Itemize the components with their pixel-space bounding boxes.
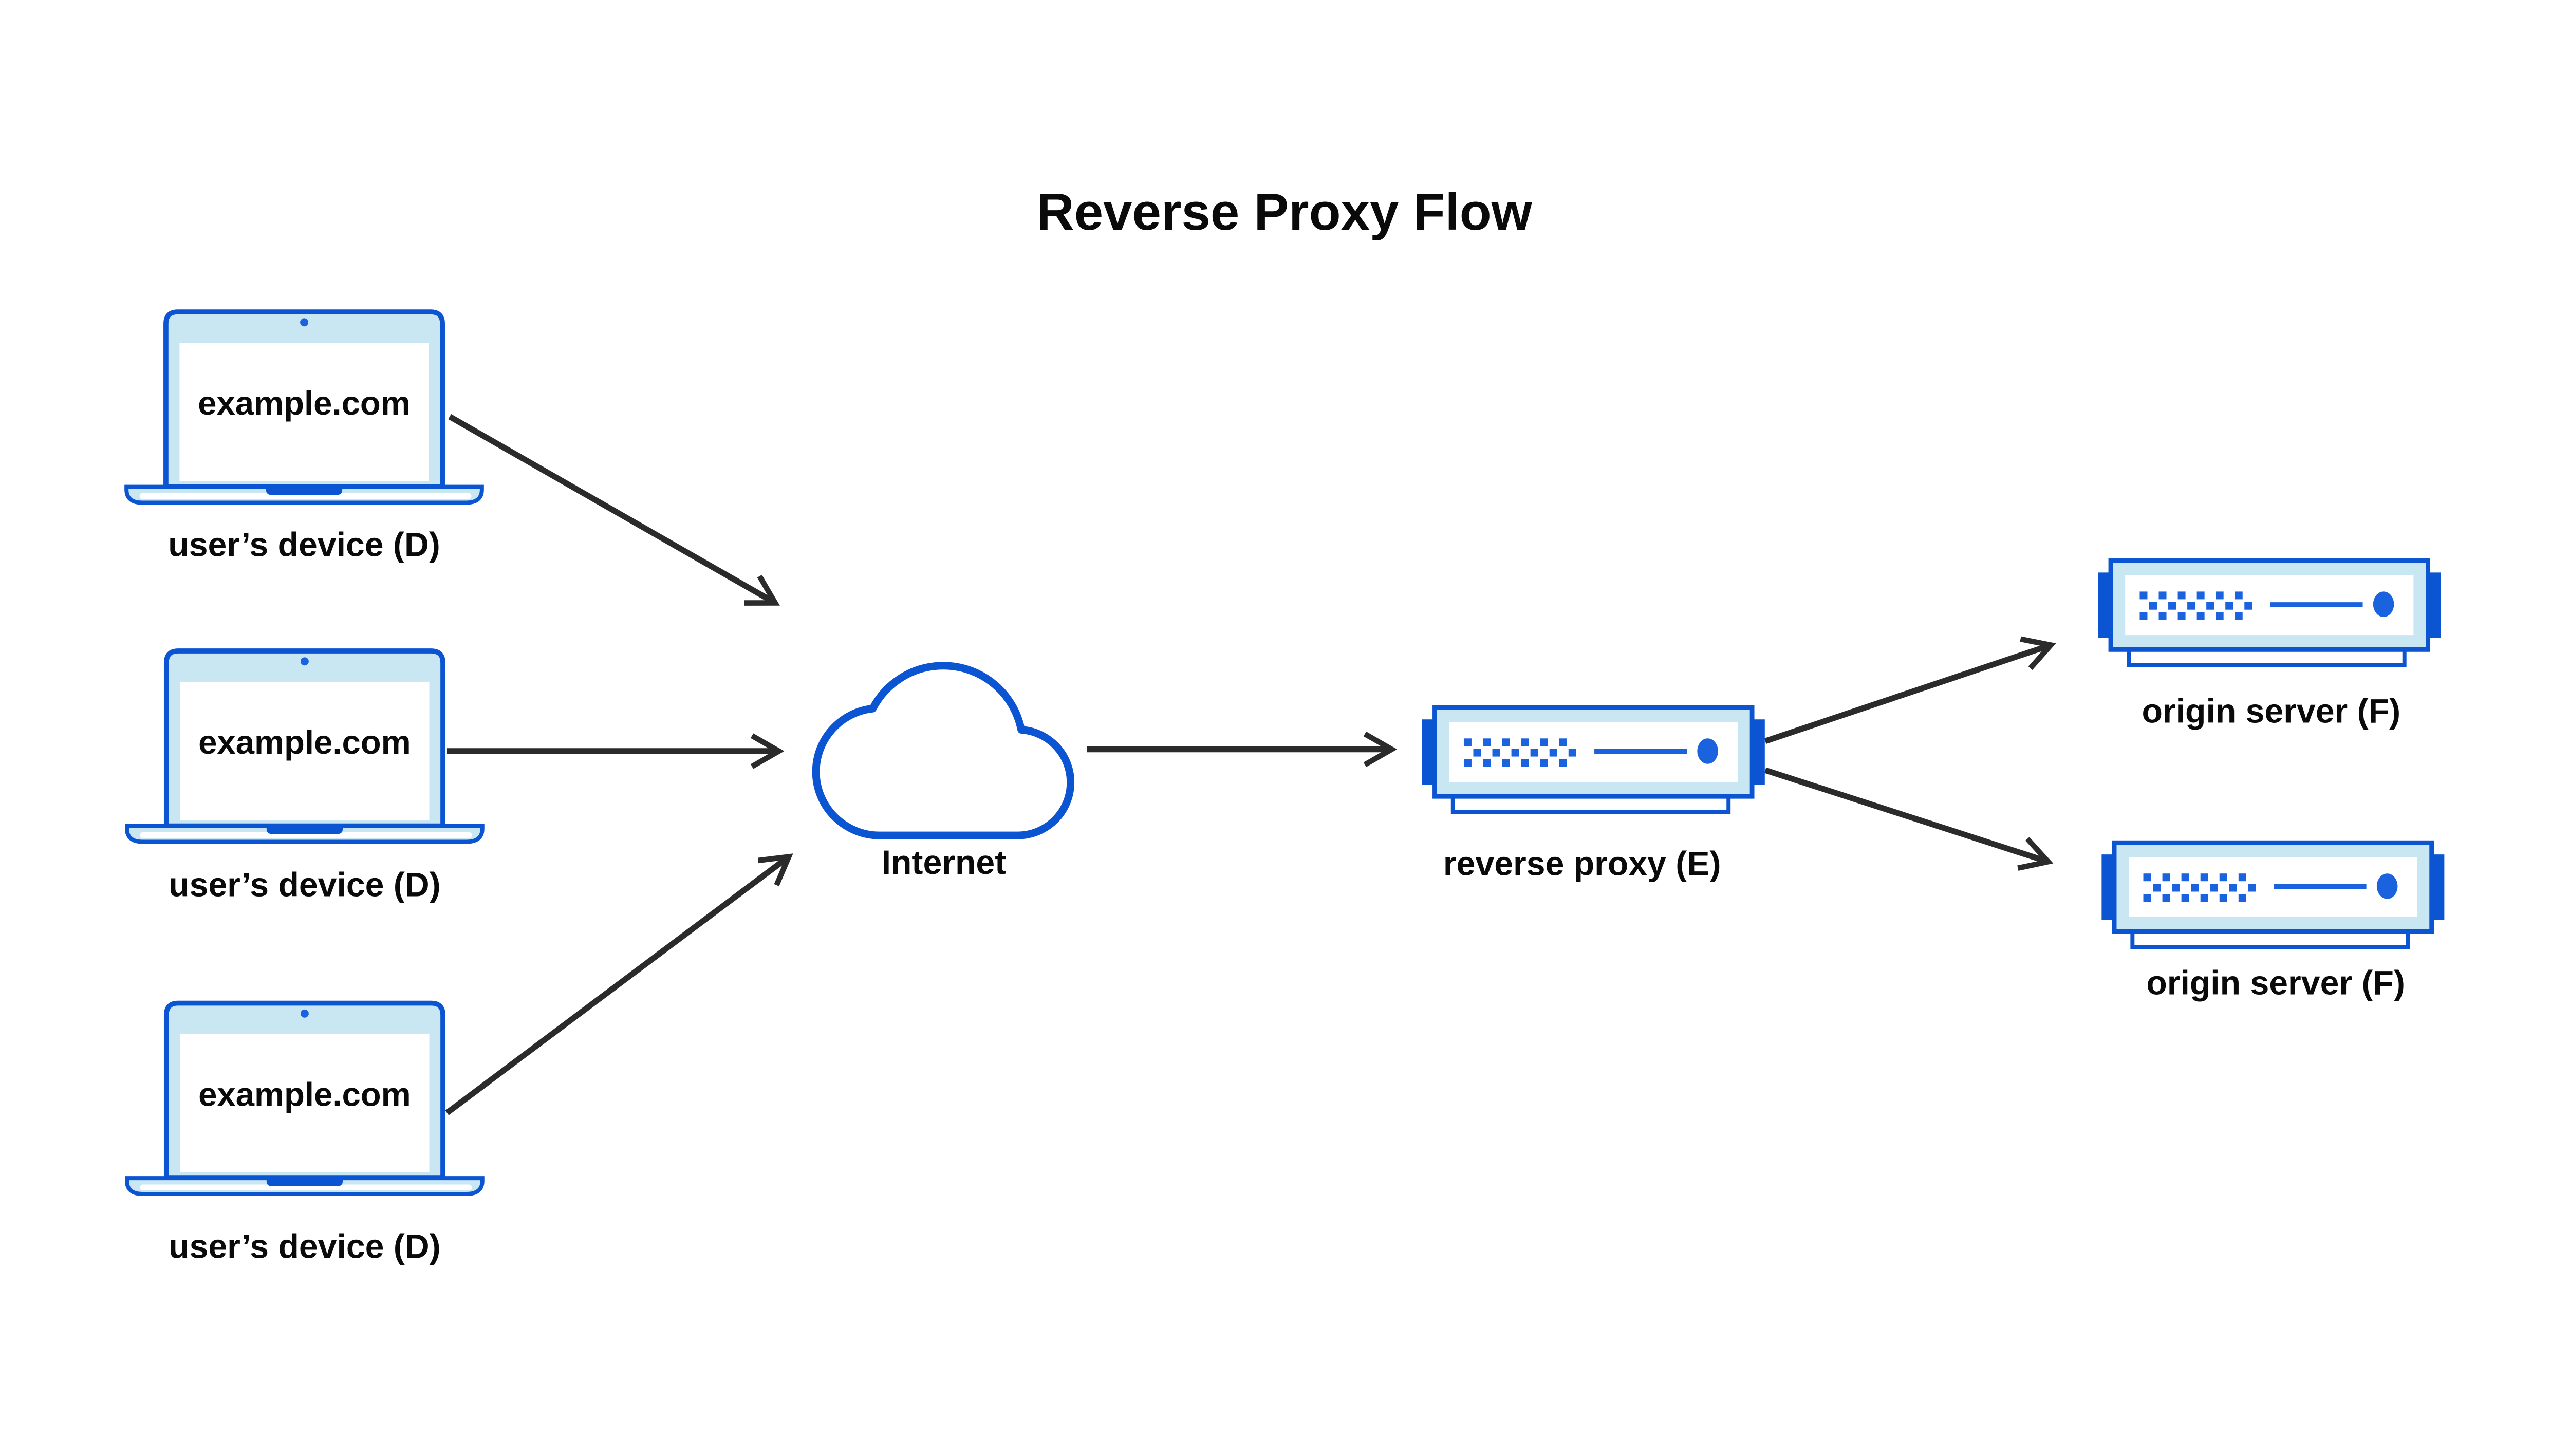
cloud-icon bbox=[812, 662, 1075, 839]
arrow-reverse-proxy-to-origin-server-1 bbox=[1764, 636, 2056, 744]
device-screen-label: example.com bbox=[198, 1075, 411, 1113]
origin-server-caption: origin server (F) bbox=[2142, 692, 2401, 730]
origin-server-2: origin server (F) bbox=[2101, 843, 2444, 1002]
arrow-device3-to-internet bbox=[445, 853, 793, 1115]
user-device-2: example.com user’s device (D) bbox=[127, 651, 482, 904]
device-screen-label: example.com bbox=[198, 384, 411, 422]
server-icon bbox=[2098, 561, 2441, 665]
internet: Internet bbox=[812, 662, 1075, 882]
device-caption: user’s device (D) bbox=[168, 526, 440, 564]
user-device-3: example.com user’s device (D) bbox=[127, 1003, 482, 1265]
device-screen-label: example.com bbox=[198, 723, 411, 761]
internet-caption: Internet bbox=[882, 844, 1007, 882]
arrow-reverse-proxy-to-origin-server-2 bbox=[1764, 767, 2054, 871]
device-caption: user’s device (D) bbox=[169, 1227, 440, 1265]
reverse-proxy: reverse proxy (E) bbox=[1422, 707, 1765, 883]
server-icon bbox=[2101, 843, 2444, 947]
device-caption: user’s device (D) bbox=[169, 866, 440, 904]
arrow-device1-to-internet bbox=[448, 414, 780, 606]
edges bbox=[445, 414, 2056, 1115]
reverse-proxy-caption: reverse proxy (E) bbox=[1443, 845, 1721, 883]
user-device-1: example.com user’s device (D) bbox=[126, 312, 482, 564]
diagram-title: Reverse Proxy Flow bbox=[1036, 182, 1532, 241]
origin-server-1: origin server (F) bbox=[2098, 561, 2441, 730]
origin-server-caption: origin server (F) bbox=[2146, 964, 2405, 1002]
server-icon bbox=[1422, 707, 1765, 812]
